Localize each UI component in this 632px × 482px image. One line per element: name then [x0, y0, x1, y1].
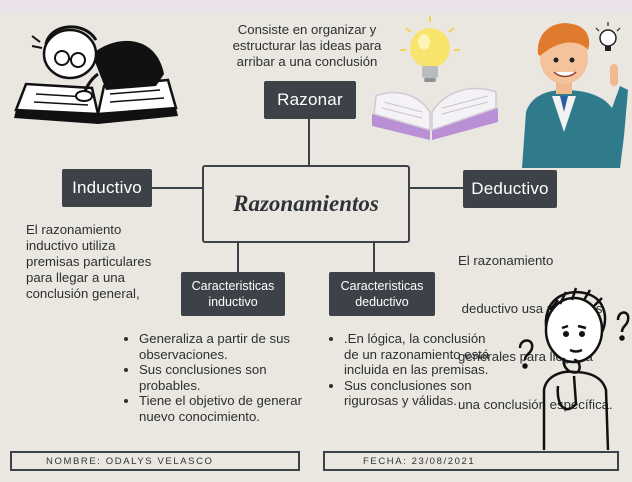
razonar-description-line: Consiste en organizar y: [237, 22, 377, 37]
razonar-box: Razonar: [264, 81, 356, 119]
inductivo-description-line: premisas particulares: [26, 254, 152, 269]
deductivo-characteristics-list: .En lógica, la conclusión de un razonami…: [326, 331, 524, 409]
date-footer-box: FECHA: 23/08/2021: [323, 451, 619, 471]
deductivo-box: Deductivo: [463, 170, 557, 208]
deductivo-description-line: El razonamiento: [458, 253, 554, 268]
inductivo-box: Inductivo: [62, 169, 152, 207]
list-item: Sus conclusiones son probables.: [139, 362, 339, 393]
inductivo-characteristics-list: Generaliza a partir de sus observaciones…: [121, 331, 339, 424]
deductivo-label: Deductivo: [471, 179, 549, 198]
central-topic-box: Razonamientos: [202, 165, 410, 243]
characteristics-deductivo-box: Caracteristicas deductivo: [329, 272, 435, 316]
characteristics-deductivo-label: Caracteristicas: [340, 279, 424, 293]
list-item-line: Tiene el objetivo de generar: [139, 393, 302, 408]
characteristics-inductivo-box: Caracteristicas inductivo: [181, 272, 285, 316]
inductivo-label: Inductivo: [72, 178, 142, 197]
razonar-description-line: arribar a una conclusión: [236, 54, 378, 69]
central-topic-label: Razonamientos: [233, 191, 379, 216]
razonar-description-line: estructurar las ideas para: [232, 38, 382, 53]
list-item-line: .En lógica, la conclusión: [344, 331, 486, 346]
list-item-line: rigurosas y válidas.: [344, 393, 457, 408]
inductivo-description-line: inductivo utiliza: [26, 238, 116, 253]
list-item-line: Sus conclusiones son: [344, 377, 472, 393]
inductivo-description-line: El razonamiento: [26, 222, 122, 237]
list-item-line: nuevo conocimiento.: [139, 408, 260, 424]
lightbulb-illustration: [400, 16, 460, 82]
characteristics-inductivo-label: inductivo: [208, 295, 258, 309]
thinking-man-illustration: [518, 287, 630, 450]
razonar-description: Consiste en organizar y estructurar las …: [222, 22, 392, 70]
razonar-label: Razonar: [277, 90, 343, 109]
list-item-line: Generaliza a partir de sus: [139, 331, 290, 346]
name-footer-label: NOMBRE: ODALYS VELASCO: [46, 455, 214, 467]
list-item-line: Sus conclusiones son: [139, 362, 267, 377]
idea-man-illustration: [522, 22, 628, 168]
list-item: Generaliza a partir de sus observaciones…: [139, 331, 339, 362]
inductivo-description-line: conclusión general,: [26, 286, 140, 301]
list-item-line: de un razonamiento está: [344, 346, 490, 362]
characteristics-deductivo-label: deductivo: [355, 295, 409, 309]
list-item-line: observaciones.: [139, 346, 228, 362]
inductivo-description-line: para llegar a una: [26, 270, 125, 285]
reading-man-illustration: [14, 25, 178, 124]
list-item: Sus conclusiones son rigurosas y válidas…: [344, 378, 524, 409]
characteristics-inductivo-label: Caracteristicas: [191, 279, 275, 293]
inductivo-description: El razonamiento inductivo utiliza premis…: [26, 222, 176, 302]
list-item-line: incluida en las premisas.: [344, 362, 489, 377]
list-item-line: probables.: [139, 377, 201, 393]
open-book-illustration: [372, 87, 498, 140]
list-item: Tiene el objetivo de generar nuevo conoc…: [139, 393, 339, 424]
date-footer-label: FECHA: 23/08/2021: [363, 455, 476, 467]
top-band: [0, 0, 632, 12]
name-footer-box: NOMBRE: ODALYS VELASCO: [10, 451, 300, 471]
list-item: .En lógica, la conclusión de un razonami…: [344, 331, 524, 378]
